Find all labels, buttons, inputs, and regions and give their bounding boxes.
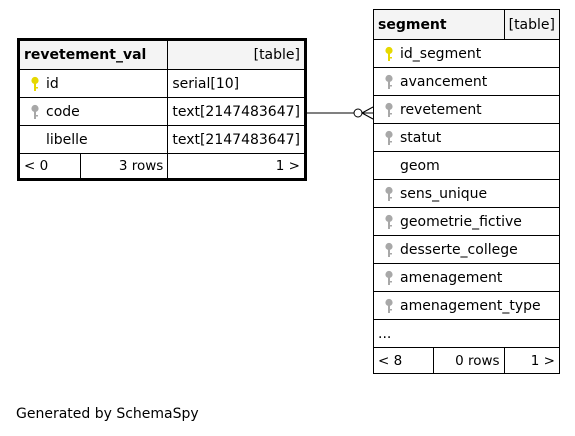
column-name-wrap: geometrie_fictive [378,214,555,230]
column-name-wrap: id_segment [378,46,555,62]
column-cell[interactable]: geom [373,151,560,180]
footer-parents[interactable]: < 8 [372,347,435,374]
column-name: code [46,103,80,120]
footer-row-count: 0 rows [433,347,505,374]
foreign-key-icon [378,298,400,314]
column-cell[interactable]: avancement [373,67,560,96]
column-cell[interactable]: amenagement [373,263,560,292]
column-type: serial[10] [167,69,306,98]
column-cell[interactable]: desserte_college [373,235,560,264]
column-name-wrap: avancement [378,74,555,90]
column-cell[interactable]: code [17,97,169,126]
column-name-wrap: revetement [378,102,555,118]
footer-children[interactable]: 1 > [503,347,561,374]
column-row[interactable]: sens_unique [373,179,560,208]
foreign-key-icon [378,270,400,286]
foreign-key-icon [378,186,400,202]
column-name-wrap: code [24,104,163,120]
column-name: id [46,75,59,92]
table-type-label: [table] [167,39,306,70]
foreign-key-icon [378,74,400,90]
foreign-key-icon [378,102,400,118]
column-row[interactable]: code text[2147483647] [17,97,306,126]
column-name-wrap: statut [378,130,555,146]
column-name: desserte_college [400,241,518,258]
column-name: avancement [400,73,488,90]
column-cell[interactable]: libelle [17,125,169,154]
relationship-optional-circle [353,108,363,118]
column-row[interactable]: id serial[10] [17,69,306,98]
column-type: text[2147483647] [167,125,306,154]
primary-key-icon [24,76,46,92]
column-cell[interactable]: revetement [373,95,560,124]
column-row[interactable]: statut [373,123,560,152]
footer-parents[interactable]: < 0 [17,153,82,180]
column-name: libelle [46,131,88,148]
column-row[interactable]: geom [373,151,560,180]
table-segment[interactable]: segment [table] id_segment avancement reve… [372,9,561,374]
column-row[interactable]: amenagement [373,263,560,292]
column-row[interactable]: desserte_college [373,235,560,264]
column-name-wrap: sens_unique [378,186,555,202]
foreign-key-icon [378,130,400,146]
column-name-wrap: desserte_college [378,242,555,258]
column-cell[interactable]: sens_unique [373,179,560,208]
column-type: text[2147483647] [167,97,306,126]
column-name: id_segment [400,45,482,62]
table-type-label: [table] [503,9,561,40]
more-columns-ellipsis: ... [373,319,560,348]
column-name: revetement [400,101,482,118]
column-cell[interactable]: statut [373,123,560,152]
column-name-wrap: id [24,76,163,92]
table-title[interactable]: segment [373,9,505,40]
column-row[interactable]: id_segment [373,39,560,68]
column-name-wrap: geom [378,158,555,174]
column-cell[interactable]: id [17,69,169,98]
column-name: sens_unique [400,185,488,202]
primary-key-icon [378,46,400,62]
column-name: geom [400,157,440,174]
column-cell[interactable]: id_segment [373,39,560,68]
column-row[interactable]: libelle text[2147483647] [17,125,306,154]
table-title[interactable]: revetement_val [17,39,169,70]
foreign-key-icon [24,104,46,120]
relationship-crowfoot-upper [361,106,374,114]
column-cell[interactable]: geometrie_fictive [373,207,560,236]
column-name: amenagement [400,269,503,286]
table-revetement-val[interactable]: revetement_val [table] id serial[10] code t… [17,38,307,181]
column-name: statut [400,129,442,146]
column-name: amenagement_type [400,297,541,314]
footer-children[interactable]: 1 > [167,153,306,180]
column-row[interactable]: geometrie_fictive [373,207,560,236]
foreign-key-icon [378,214,400,230]
column-name-wrap: libelle [24,132,163,148]
column-row[interactable]: amenagement_type [373,291,560,320]
column-name-wrap: amenagement [378,270,555,286]
column-row[interactable]: revetement [373,95,560,124]
relationship-crowfoot-lower [361,112,374,120]
foreign-key-icon [378,242,400,258]
column-name: geometrie_fictive [400,213,522,230]
column-row[interactable]: avancement [373,67,560,96]
footer-row-count: 3 rows [80,153,169,180]
column-cell[interactable]: amenagement_type [373,291,560,320]
column-name-wrap: amenagement_type [378,298,555,314]
generated-by-text: Generated by SchemaSpy [16,406,199,422]
